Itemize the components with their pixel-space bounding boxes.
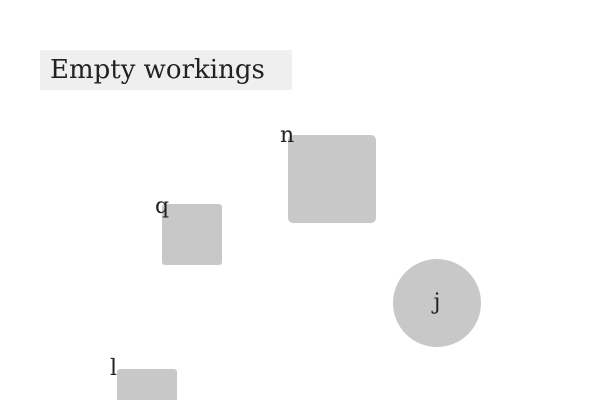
shape-j[interactable]: [393, 259, 481, 347]
shape-q[interactable]: [162, 204, 222, 265]
shape-label-l: l: [110, 356, 118, 381]
shape-l[interactable]: [117, 369, 177, 400]
page-title: Empty workings: [50, 55, 265, 85]
title-bar: Empty workings: [40, 50, 292, 90]
shape-label-n: n: [280, 123, 295, 148]
shape-n[interactable]: [288, 135, 376, 223]
shape-label-j: j: [433, 290, 441, 315]
shape-label-q: q: [155, 194, 170, 219]
